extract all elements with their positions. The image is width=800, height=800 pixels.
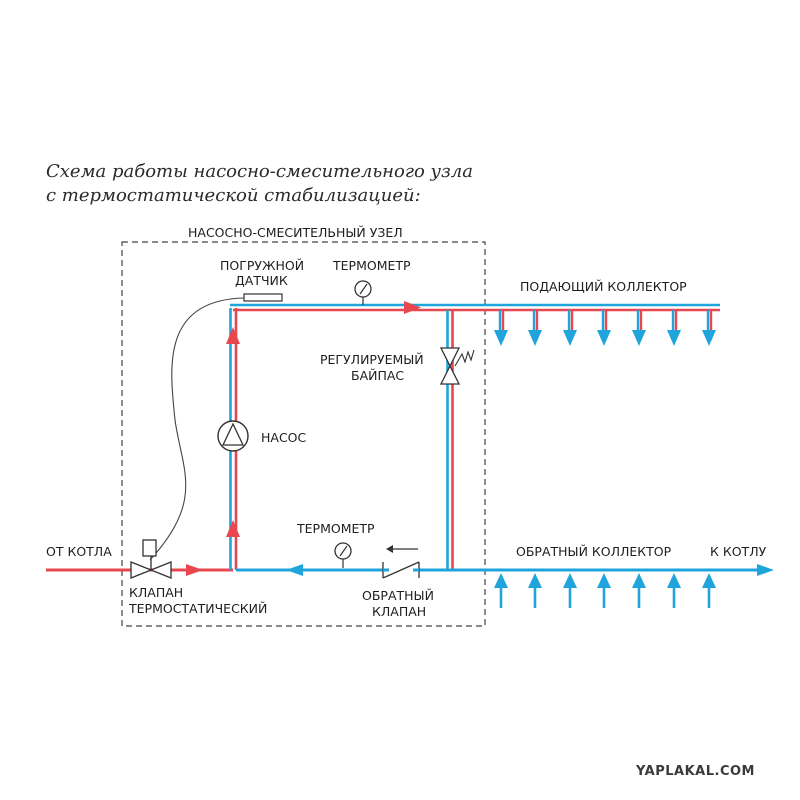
supply-outlet	[563, 310, 577, 346]
sensor-label-line-1: ПОГРУЖНОЙ	[220, 258, 304, 273]
thermostatic-valve	[130, 539, 172, 579]
unit-label: НАСОСНО-СМЕСИТЕЛЬНЫЙ УЗЕЛ	[188, 225, 403, 240]
check-valve-label-line-2: КЛАПАН	[372, 604, 426, 619]
thermometer-top-icon	[354, 280, 372, 305]
flow-arrow-riser-upper	[226, 327, 240, 344]
check-valve-direction-arrow	[386, 545, 418, 553]
caption-line-1: Схема работы насосно-смесительного узла	[46, 161, 473, 182]
valve-label-line-1: КЛАПАН	[129, 585, 183, 600]
flow-arrow-inlet	[186, 564, 203, 576]
flow-arrow-to-boiler	[757, 564, 774, 576]
check-valve-icon	[382, 561, 420, 579]
to-boiler-label: К КОТЛУ	[710, 544, 767, 559]
return-inlet	[597, 573, 611, 608]
valve-label-line-2: ТЕРМОСТАТИЧЕСКИЙ	[128, 601, 267, 616]
sensor-label-line-2: ДАТЧИК	[235, 273, 288, 288]
supply-outlet	[702, 310, 716, 346]
bypass-label-line-1: РЕГУЛИРУЕМЫЙ	[320, 352, 424, 367]
return-inlet	[563, 573, 577, 608]
return-inlet	[702, 573, 716, 608]
return-inlet	[632, 573, 646, 608]
unit-boundary	[121, 241, 486, 627]
watermark: YAPLAKAL.COM	[635, 764, 755, 779]
return-collector-label: ОБРАТНЫЙ КОЛЛЕКТОР	[516, 544, 672, 559]
supply-outlet	[667, 310, 681, 346]
return-collector-inlets	[494, 573, 716, 608]
supply-outlet	[494, 310, 508, 346]
caption-line-2: с термостатической стабилизацией:	[46, 185, 421, 206]
from-boiler-label: ОТ КОТЛА	[46, 544, 112, 559]
thermometer-bottom-label: ТЕРМОМЕТР	[296, 521, 375, 536]
thermometer-top-label: ТЕРМОМЕТР	[332, 258, 411, 273]
bypass-valve-icon	[439, 347, 475, 385]
bypass-label-line-2: БАЙПАС	[351, 368, 404, 383]
immersion-sensor	[243, 293, 283, 302]
pump-label: НАСОС	[261, 430, 307, 445]
return-inlet	[494, 573, 508, 608]
supply-collector-outlets	[494, 310, 716, 346]
flow-arrow-riser-lower	[226, 520, 240, 537]
sensor-capillary	[149, 297, 245, 561]
flow-arrow-supply	[404, 301, 421, 314]
check-valve-label-line-1: ОБРАТНЫЙ	[362, 588, 434, 603]
return-inlet	[667, 573, 681, 608]
supply-collector-label: ПОДАЮЩИЙ КОЛЛЕКТОР	[520, 279, 687, 294]
thermometer-bottom-icon	[334, 542, 352, 568]
supply-outlet	[528, 310, 542, 346]
pump-icon	[217, 420, 249, 452]
flow-arrow-return-left	[286, 564, 303, 576]
diagram-caption: Схема работы насосно-смесительного узла …	[46, 160, 473, 208]
supply-outlet	[632, 310, 646, 346]
supply-outlet	[597, 310, 611, 346]
return-inlet	[528, 573, 542, 608]
